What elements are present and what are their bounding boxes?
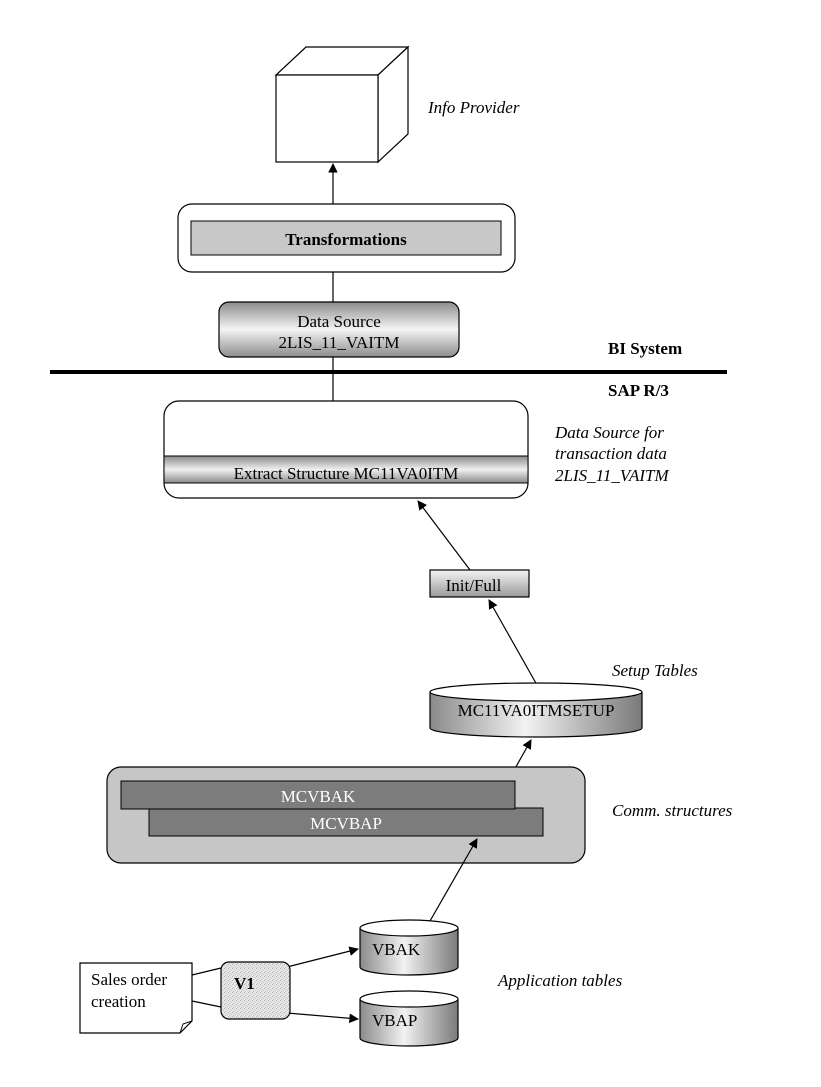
setup-table-name: MC11VA0ITMSETUP: [457, 701, 615, 720]
vbak-label: VBAK: [372, 940, 421, 959]
info-provider-cube-icon: [274, 45, 410, 164]
arrow-to-vbak: [286, 946, 359, 968]
init-full-box: [429, 569, 530, 598]
arrow-to-vbap: [286, 1012, 359, 1024]
vbak-table-cylinder-icon: [359, 919, 459, 976]
arrow-to-extract-structure: [417, 500, 471, 571]
connector-line: [191, 967, 222, 976]
connector-line: [191, 1000, 222, 1008]
setup-table-cylinder-icon: [429, 682, 643, 738]
sap-r3-label: SAP R/3: [608, 381, 669, 400]
sales-order-document-icon: [79, 962, 193, 1034]
setup-tables-caption: Setup Tables: [612, 661, 698, 680]
r3-data-source-note-line2: transaction data: [555, 444, 667, 463]
bi-data-source-name: 2LIS_11_VAITM: [278, 333, 400, 352]
info-provider-label: Info Provider: [428, 98, 520, 117]
bi-system-label: BI System: [608, 339, 683, 358]
bi-data-source-title: Data Source: [297, 312, 381, 331]
mcvbak-label: MCVBAK: [280, 787, 356, 806]
v1-update-box: [220, 961, 291, 1020]
extract-structure-label: Extract Structure MC11VA0ITM: [233, 464, 459, 483]
init-full-label: Init/Full: [445, 576, 502, 595]
bi-data-source-box: [218, 301, 460, 358]
r3-data-source-note-line3: 2LIS_11_VAITM: [555, 466, 669, 485]
comm-structures-box: [106, 766, 586, 864]
vbap-table-cylinder-icon: [359, 990, 459, 1047]
mcvbap-label: MCVBAP: [310, 814, 382, 833]
arrow-to-init-full: [488, 599, 538, 686]
sales-order-line1: Sales order: [91, 970, 168, 989]
application-tables-caption: Application tables: [498, 971, 623, 990]
r3-data-source-note-line1: Data Source for: [555, 423, 664, 442]
transformations-label: Transformations: [285, 230, 407, 249]
sales-order-line2: creation: [91, 992, 146, 1011]
comm-structures-caption: Comm. structures: [612, 801, 733, 820]
arrow-to-comm-structures: [429, 838, 478, 922]
r3-data-source-box: [163, 400, 529, 499]
vbap-label: VBAP: [372, 1011, 418, 1030]
v1-label: V1: [234, 974, 255, 993]
transformations-box: [177, 203, 516, 273]
